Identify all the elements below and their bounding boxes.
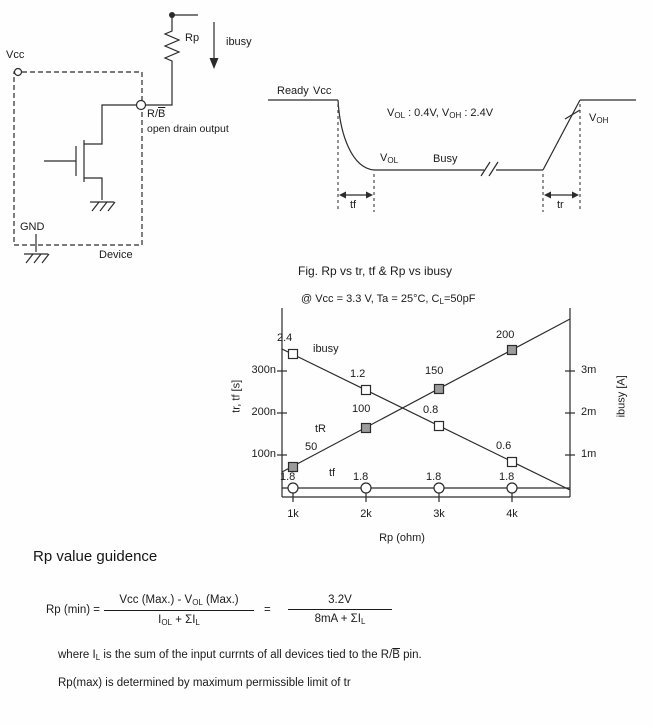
- busy-label: Busy: [433, 153, 458, 165]
- right-axis-title: ibusy [A]: [615, 375, 628, 418]
- vcc-terminal: [13, 67, 23, 77]
- rb-pin-terminal: [135, 99, 147, 111]
- point-label: 1.2: [350, 368, 366, 380]
- series-ibusy-markers: [287, 348, 518, 468]
- timing-dashed-guides: [337, 104, 581, 212]
- chart-plot: [277, 308, 575, 502]
- point-label: 0.6: [496, 440, 512, 452]
- point-label: 1.8: [426, 471, 442, 483]
- x-tick-4k: 4k: [506, 508, 518, 520]
- right-tick-2m: 2m: [581, 406, 597, 418]
- circuit-schematic: [13, 12, 219, 264]
- waveform-vcc-label: Vcc: [313, 85, 332, 97]
- pullup-wire: [146, 64, 173, 106]
- chart-conditions: @ Vcc = 3.3 V, Ta = 25°C, CL=50pF: [301, 293, 476, 306]
- source-wire: [84, 177, 103, 200]
- falling-edge: [337, 99, 375, 171]
- rb-pin-label: R/B: [147, 108, 166, 120]
- point-label: 150: [425, 365, 444, 377]
- vol-label: VOL: [380, 152, 399, 165]
- right-tick-3m: 3m: [581, 364, 597, 376]
- x-tick-3k: 3k: [433, 508, 445, 520]
- point-label: 50: [305, 441, 318, 453]
- point-label: 200: [496, 329, 515, 341]
- formula-lhs: Rp (min) =: [46, 604, 100, 616]
- series-label-tr: tR: [315, 423, 326, 435]
- ibusy-current-arrow: [209, 22, 219, 69]
- fraction-numerator: 3.2V: [288, 594, 392, 610]
- line-break-marks: [480, 161, 499, 177]
- point-label: 1.8: [499, 471, 515, 483]
- left-tick-200n: 200n: [251, 406, 276, 418]
- point-label: 2.4: [277, 332, 293, 344]
- left-tick-100n: 100n: [251, 448, 276, 460]
- chart-title: Fig. Rp vs tr, tf & Rp vs ibusy: [298, 264, 453, 278]
- device-label: Device: [99, 249, 133, 261]
- right-tick-1m: 1m: [581, 448, 597, 460]
- open-drain-note: open drain output: [147, 123, 229, 135]
- mosfet-symbol: [44, 104, 137, 200]
- chart-axes: [277, 308, 575, 502]
- ibusy-label: ibusy: [226, 36, 252, 48]
- resistor-symbol: [163, 27, 181, 64]
- fraction-numerator: Vcc (Max.) - VOL (Max.): [104, 594, 254, 611]
- gnd-label: GND: [20, 221, 45, 233]
- point-label: 1.8: [280, 471, 296, 483]
- fraction-denominator: IOL + ΣIL: [158, 614, 200, 627]
- x-tick-2k: 2k: [360, 508, 372, 520]
- source-ground-symbol: [90, 201, 116, 212]
- rp-label: Rp: [185, 32, 200, 44]
- il-definition-note: where IL is the sum of the input currnts…: [58, 649, 422, 662]
- rising-edge: [542, 99, 581, 171]
- tf-span-arrow: [339, 191, 373, 199]
- formula-equals: =: [264, 604, 271, 616]
- point-label: 100: [352, 403, 371, 415]
- series-label-ibusy: ibusy: [313, 343, 339, 355]
- section-heading: Rp value guidence: [33, 548, 158, 565]
- ready-label: Ready: [277, 85, 309, 97]
- waveform-diagram: [268, 99, 636, 212]
- voh-cross-tick: [564, 109, 581, 120]
- series-tr-line: [281, 318, 571, 473]
- voltage-levels-note: VOL : 0.4V, VOH : 2.4V: [387, 107, 494, 120]
- tr-label: tr: [557, 199, 564, 211]
- fraction-denominator: 8mA + ΣIL: [314, 613, 366, 626]
- voh-label: VOH: [589, 112, 609, 125]
- x-tick-1k: 1k: [287, 508, 299, 520]
- series-tf-markers: [287, 482, 518, 494]
- rp-max-note: Rp(max) is determined by maximum permiss…: [58, 677, 351, 689]
- series-label-tf: tf: [329, 467, 336, 479]
- series-ibusy-line: [281, 348, 571, 491]
- x-axis-title: Rp (ohm): [379, 532, 425, 544]
- series-tr-markers: [287, 344, 518, 473]
- formula-fraction-1: Vcc (Max.) - VOL (Max.) IOL + ΣIL: [104, 594, 254, 627]
- tr-span-arrow: [544, 191, 579, 199]
- device-boundary-box: [13, 71, 143, 246]
- formula-fraction-2: 3.2V 8mA + ΣIL: [288, 594, 392, 626]
- point-label: 0.8: [423, 404, 439, 416]
- pullup-supply-rail: [169, 12, 198, 27]
- left-tick-300n: 300n: [251, 364, 276, 376]
- tf-label: tf: [350, 199, 357, 211]
- drain-wire: [84, 104, 137, 145]
- vcc-label: Vcc: [6, 49, 25, 61]
- gnd-pin-ground-symbol: [24, 234, 50, 264]
- point-label: 1.8: [353, 471, 369, 483]
